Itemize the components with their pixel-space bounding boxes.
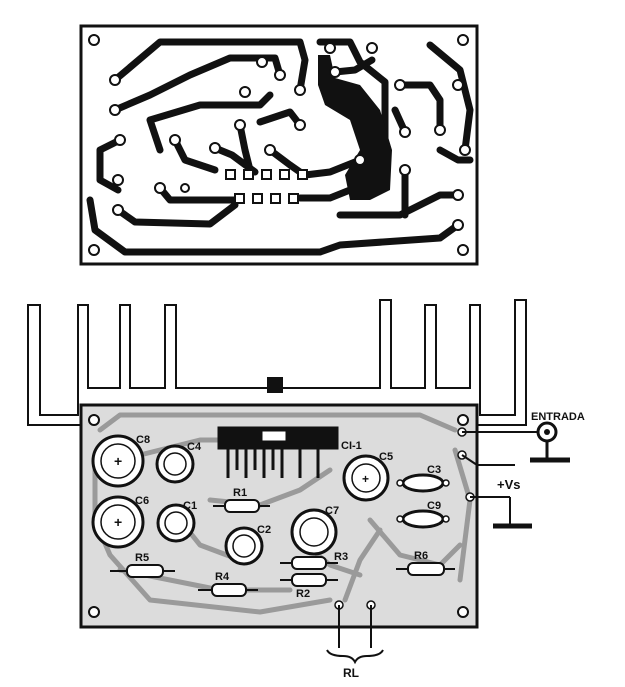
external-wiring [338, 431, 540, 648]
copper-mounting-holes [88, 34, 469, 256]
label-vs: +Vs [497, 477, 521, 492]
label-r2: R2 [296, 588, 310, 600]
resistor-r2 [280, 573, 338, 587]
resistor-r6 [396, 562, 455, 576]
rl-brace [326, 649, 384, 665]
label-r6: R6 [414, 550, 428, 562]
resistor-r4 [198, 583, 258, 597]
label-r5: R5 [135, 552, 149, 564]
label-r4: R4 [215, 571, 230, 583]
resistor-r3 [280, 556, 338, 570]
capacitor-c7 [290, 508, 338, 556]
capacitor-c5: + [342, 454, 390, 502]
label-c5: C5 [379, 451, 393, 463]
label-c6: C6 [135, 495, 149, 507]
heatsink [27, 299, 527, 426]
copper-layout [79, 24, 479, 266]
capacitor-c8: + [91, 434, 145, 488]
labels: ENTRADA +Vs RL CI-1 C8 C4 C6 C1 C2 C7 C5… [135, 411, 585, 680]
capacitor-c2 [224, 526, 264, 566]
resistor-r5 [110, 564, 175, 578]
resistor-r1 [213, 499, 270, 513]
copper-pads [109, 42, 471, 231]
label-c8: C8 [136, 434, 150, 446]
label-r1: R1 [233, 487, 247, 499]
component-mounting-holes [88, 414, 469, 618]
label-c3: C3 [427, 464, 441, 476]
input-jack [530, 421, 570, 463]
label-ci1: CI-1 [341, 440, 362, 452]
svg-text:+: + [362, 472, 369, 486]
capacitor-c4 [155, 444, 195, 484]
svg-text:+: + [114, 453, 122, 469]
label-rl: RL [343, 666, 359, 680]
copper-traces [86, 38, 474, 256]
capacitor-c9 [401, 509, 445, 529]
component-layout: + + + [27, 299, 570, 665]
label-entrada: ENTRADA [531, 411, 585, 423]
capacitor-c3 [401, 473, 445, 493]
label-c9: C9 [427, 500, 441, 512]
label-r3: R3 [334, 551, 348, 563]
ic-ci1 [217, 426, 339, 478]
copper-ground-area [318, 55, 392, 200]
label-c2: C2 [257, 524, 271, 536]
capacitor-c1 [156, 503, 196, 543]
label-c7: C7 [325, 505, 339, 517]
label-c4: C4 [187, 441, 202, 453]
capacitor-c6: + [91, 495, 145, 549]
label-c1: C1 [183, 500, 197, 512]
svg-text:+: + [114, 514, 122, 530]
